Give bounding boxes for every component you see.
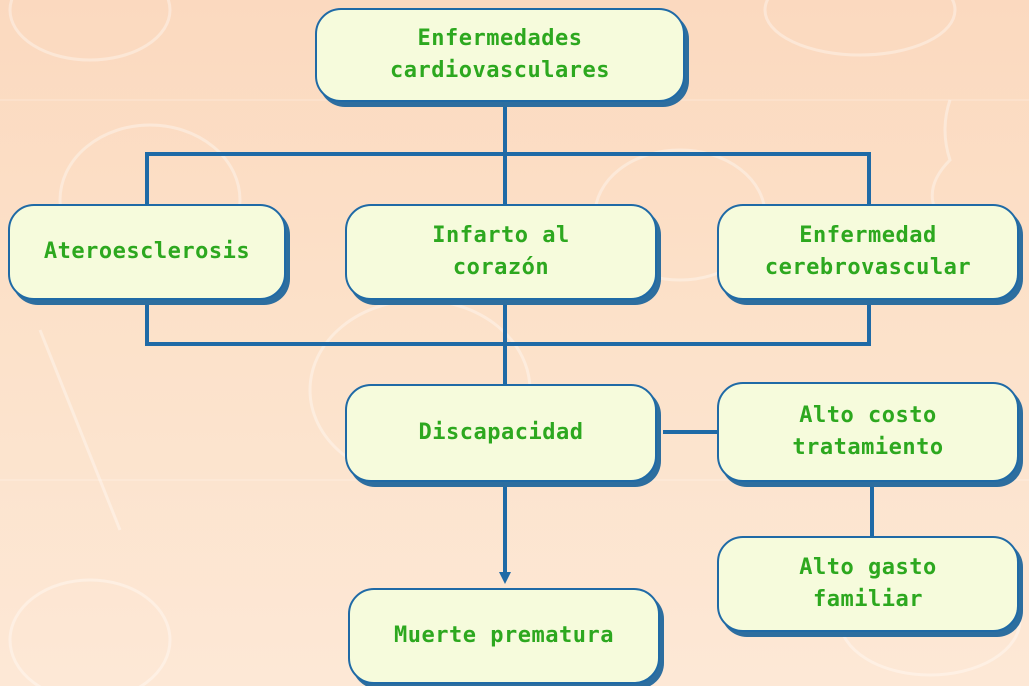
node-heart-attack-label: Infarto al corazón bbox=[432, 223, 570, 280]
node-premature-death: Muerte prematura bbox=[348, 588, 660, 684]
node-atherosclerosis-label: Ateroesclerosis bbox=[43, 239, 251, 264]
node-cerebrovascular-disease: Enfermedad cerebrovascular bbox=[717, 204, 1019, 300]
node-cardiovascular-diseases-label: Enfermedades cardiovasculares bbox=[390, 26, 610, 83]
node-heart-attack: Infarto al corazón bbox=[345, 204, 657, 300]
node-high-treatment-cost-label: Alto costo tratamiento bbox=[792, 403, 944, 460]
node-disability-label: Discapacidad bbox=[418, 420, 584, 445]
node-premature-death-label: Muerte prematura bbox=[394, 623, 614, 648]
node-high-family-expense-label: Alto gasto familiar bbox=[799, 555, 937, 612]
node-cerebrovascular-disease-label: Enfermedad cerebrovascular bbox=[764, 223, 972, 280]
node-high-family-expense: Alto gasto familiar bbox=[717, 536, 1019, 632]
node-disability: Discapacidad bbox=[345, 384, 657, 482]
node-atherosclerosis: Ateroesclerosis bbox=[8, 204, 286, 300]
node-cardiovascular-diseases: Enfermedades cardiovasculares bbox=[315, 8, 685, 102]
node-high-treatment-cost: Alto costo tratamiento bbox=[717, 382, 1019, 482]
